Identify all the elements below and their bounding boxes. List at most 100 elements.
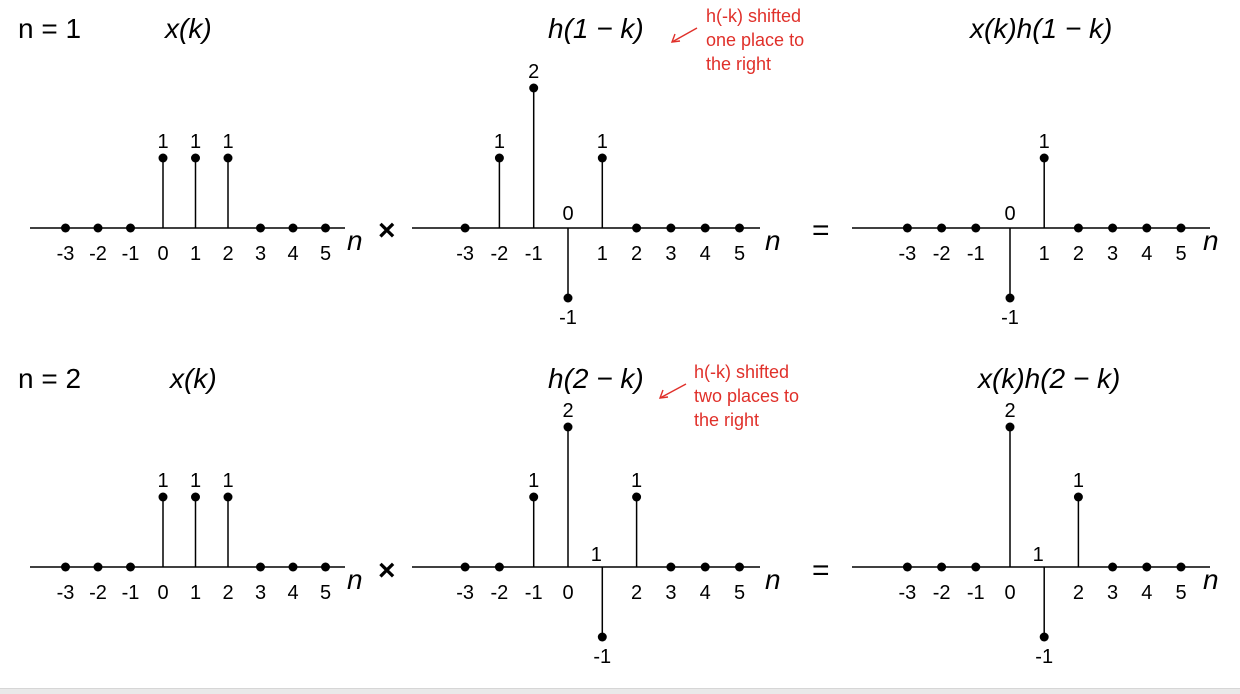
stem-dot [666,223,676,233]
tick-label: -1 [967,582,985,604]
tick-label: -2 [933,243,951,265]
stem-dot [191,492,200,502]
stem-dot [191,153,200,163]
stem-dot [223,492,233,502]
tick-label: -1 [967,243,985,265]
shift-note-line: the right [694,410,759,430]
tick-label: 1 [190,243,201,265]
tick-label: 4 [287,243,298,265]
tick-label: 3 [1107,243,1118,265]
note-arrow [659,383,687,399]
stem-dot [902,562,912,572]
stem-dot [460,562,470,572]
tick-label: 5 [734,243,745,265]
plot-title: x(k)h(1 − k) [968,13,1112,44]
stem-value-label: 1 [190,131,201,153]
tick-label: -2 [491,243,509,265]
shift-note-line: two places to [694,386,799,406]
tick-label: 3 [665,243,676,265]
tick-label: -3 [899,243,917,265]
stem-dot [256,223,265,233]
tick-label: 5 [320,582,331,604]
stem-value-label: -1 [559,307,577,329]
tick-label: -1 [122,582,140,604]
stem-value-label: 1 [1039,131,1050,153]
stem-dot [1108,562,1118,572]
axis-variable-label: n [765,225,781,256]
stem-value-label: 1 [157,470,168,492]
note-arrow-head [658,389,669,399]
equals-operator: = [812,214,830,247]
stem-value-label: 2 [528,61,539,83]
plot-title: x(k)h(2 − k) [976,363,1120,394]
stem-value-label: 2 [1004,400,1015,422]
stem-value-label: -1 [593,646,611,668]
stem-dot [1005,293,1015,303]
stem-dot [126,223,135,233]
axis-variable-label: n [347,564,363,595]
stem-dot [494,153,504,163]
stem-dot [937,562,947,572]
axis-variable-label: n [765,564,781,595]
tick-label: 1 [190,582,201,604]
stem-value-label: 1 [222,470,233,492]
stem-dot [735,562,744,572]
stem-dot [158,153,168,163]
stem-dot [700,223,710,233]
stem-value-label: 1 [597,131,608,153]
stem-dot [1073,492,1083,502]
tick-label: -3 [899,582,917,604]
stem-dot [288,223,298,233]
stem-dot [563,422,573,432]
stem-dot [61,223,70,233]
stem-dot [1176,562,1186,572]
tick-label: 0 [562,582,573,604]
stem-dot [597,153,607,163]
stem-dot [93,223,103,233]
tick-label: 4 [1141,582,1152,604]
plot-title: x(k) [168,363,217,394]
tick-label: 2 [631,582,642,604]
origin-value-label: 0 [562,203,573,225]
stem-dot [937,223,947,233]
stem-dot [1073,223,1083,233]
tick-label: 2 [222,582,233,604]
equals-operator: = [812,554,830,587]
tick-label: -1 [525,582,543,604]
tick-label: -3 [57,243,75,265]
row-n-label: n = 1 [18,13,81,44]
tick-label: -2 [491,582,509,604]
tick-label: -2 [89,582,107,604]
stem-value-label: -1 [1035,646,1053,668]
stem-dot [735,223,744,233]
tick-label: 5 [734,582,745,604]
stem-dot [632,223,642,233]
stem-dot [1142,562,1152,572]
tick-label: 3 [255,582,266,604]
stem-dot [158,492,168,502]
stem-value-label: 1 [631,470,642,492]
shift-note-line: the right [706,54,771,74]
stem-dot [223,153,233,163]
shift-note-line: h(-k) shifted [706,6,801,26]
note-arrow-head [670,33,681,43]
stem-dot [1039,153,1049,163]
tick-label: 4 [1141,243,1152,265]
plot-title: h(1 − k) [548,13,644,44]
stem-dot [902,223,912,233]
tick-label: -2 [89,243,107,265]
origin-value-label: 0 [1004,203,1015,225]
stem-value-label: 1 [190,470,201,492]
tick-label: -3 [456,582,474,604]
tick-label: 3 [255,243,266,265]
stem-dot [563,293,573,303]
note-arrow [671,27,698,43]
tick-label: 2 [1073,582,1084,604]
tick-label: 1 [597,243,608,265]
tick-label: 0 [1004,582,1015,604]
stem-value-label: 1 [157,131,168,153]
stem-dot [256,562,265,572]
axis-variable-label: n [1203,225,1219,256]
stem-dot [288,562,298,572]
